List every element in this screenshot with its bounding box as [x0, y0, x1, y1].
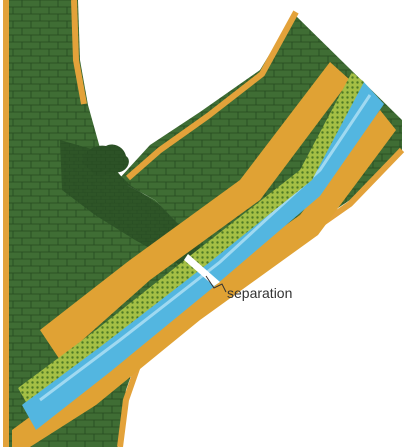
- separation-label: separation: [227, 285, 292, 301]
